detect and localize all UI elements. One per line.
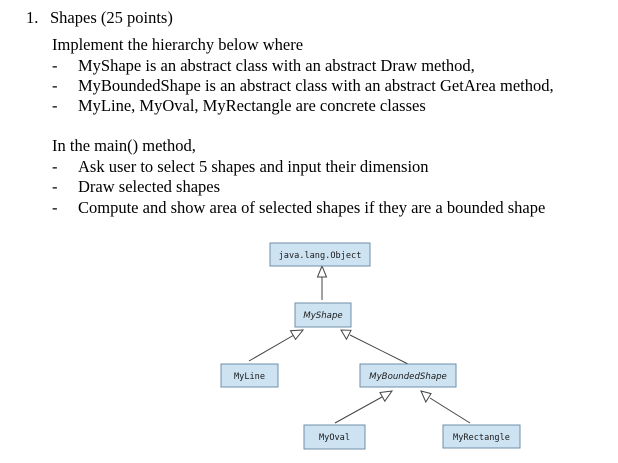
question-title: Shapes (25 points)	[50, 8, 173, 27]
hierarchy-bullet: - MyShape is an abstract class with an ab…	[52, 56, 475, 76]
node-box	[303, 424, 366, 450]
main-bullet: - Compute and show area of selected shape…	[52, 198, 545, 218]
edge-mybounded-myshape	[349, 334, 409, 365]
hierarchy-point-1: MyShape is an abstract class with an abs…	[78, 56, 475, 75]
bullet-dash: -	[52, 76, 58, 95]
node-myrect: MyRectangle	[442, 424, 521, 449]
node-box	[294, 302, 352, 328]
inheritance-arrowhead	[289, 329, 305, 341]
node-myshape: MyShape	[294, 302, 352, 328]
hierarchy-bullet: - MyBoundedShape is an abstract class wit…	[52, 76, 554, 96]
main-point-1: Ask user to select 5 shapes and input th…	[78, 157, 429, 176]
main-bullet: - Ask user to select 5 shapes and input t…	[52, 157, 429, 177]
node-myline: MyLine	[220, 363, 279, 388]
edge-myline-myshape	[248, 334, 295, 362]
edge-myoval-mybounded	[334, 396, 383, 424]
bullet-dash: -	[52, 157, 58, 176]
inheritance-arrowhead	[420, 390, 432, 404]
main-point-2: Draw selected shapes	[78, 177, 221, 196]
node-box	[220, 363, 279, 388]
node-label-mybounded: MyBoundedShape	[369, 372, 447, 382]
node-box	[359, 363, 457, 388]
diagram-edges	[248, 264, 471, 424]
hierarchy-bullet: - MyLine, MyOval, MyRectangle are concret…	[52, 96, 426, 116]
node-box	[269, 242, 371, 267]
node-label-myline: MyLine	[234, 372, 265, 382]
hierarchy-point-2: MyBoundedShape is an abstract class with…	[78, 76, 554, 95]
node-object: java.lang.Object	[269, 242, 371, 267]
node-label-myshape: MyShape	[303, 311, 342, 321]
bullet-dash: -	[52, 177, 58, 196]
inheritance-arrowhead	[379, 390, 394, 403]
main-intro-text: In the main() method,	[52, 136, 196, 155]
bullet-dash: -	[52, 198, 58, 217]
inheritance-arrowhead	[316, 264, 328, 278]
node-myoval: MyOval	[303, 424, 366, 450]
node-label-myrect: MyRectangle	[453, 433, 510, 443]
edge-myrect-mybounded	[429, 397, 471, 424]
question-number: 1.	[26, 8, 39, 27]
question-heading: 1. Shapes (25 points)	[26, 8, 173, 28]
bullet-dash: -	[52, 56, 58, 75]
hierarchy-point-3: MyLine, MyOval, MyRectangle are concrete…	[78, 96, 426, 115]
main-point-3: Compute and show area of selected shapes…	[78, 198, 546, 217]
node-mybounded: MyBoundedShape	[359, 363, 457, 388]
inheritance-arrowhead	[340, 329, 352, 341]
intro-text: Implement the hierarchy below where	[52, 35, 304, 54]
bullet-dash: -	[52, 96, 58, 115]
node-label-myoval: MyOval	[319, 433, 350, 443]
node-box	[442, 424, 521, 449]
main-bullet: - Draw selected shapes	[52, 177, 220, 197]
node-label-object: java.lang.Object	[279, 251, 362, 261]
